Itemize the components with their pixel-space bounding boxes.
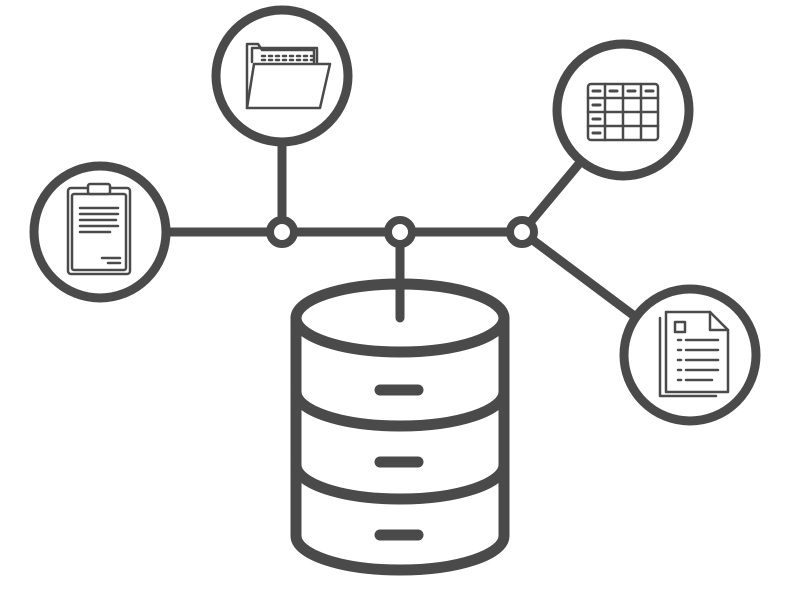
database-band-1 [290, 386, 510, 432]
database-body [290, 312, 510, 576]
junction-nodes [266, 216, 538, 248]
table-node [552, 39, 694, 181]
database-icon [290, 245, 510, 576]
junction-node-center [384, 216, 416, 248]
junction-node-right [506, 216, 538, 248]
clipboard-node [29, 161, 171, 303]
clipboard-icon [66, 182, 132, 276]
junction-node-left [266, 216, 298, 248]
documents-icon [658, 310, 730, 398]
connector-to-documents [517, 227, 638, 320]
documents-node [619, 284, 761, 426]
folder-icon [245, 42, 332, 110]
table-icon [586, 82, 660, 142]
folder-node [211, 5, 353, 147]
database-band-2 [290, 459, 510, 505]
